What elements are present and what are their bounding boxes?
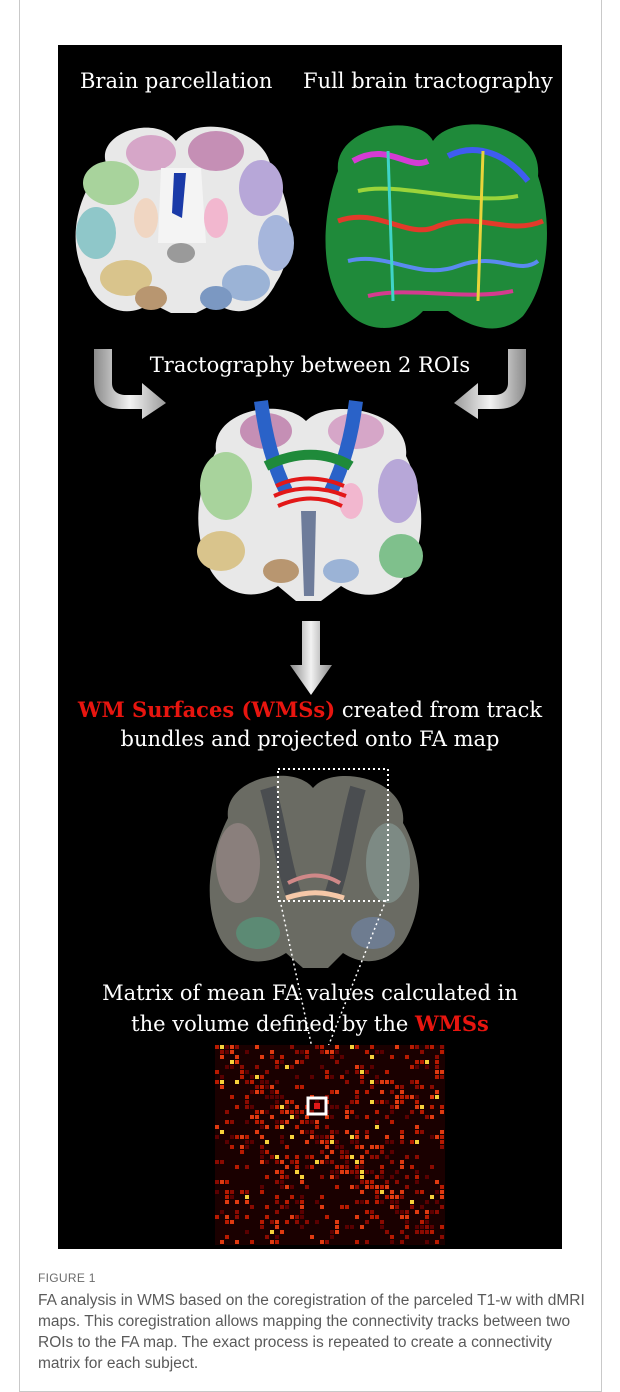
figure-panel: Brain parcellation Full brain tractograp… <box>58 45 562 1249</box>
figure-label: FIGURE 1 <box>38 1271 96 1285</box>
connectivity-matrix-image <box>215 1045 445 1245</box>
figure-caption: FA analysis in WMS based on the coregist… <box>38 1290 586 1374</box>
